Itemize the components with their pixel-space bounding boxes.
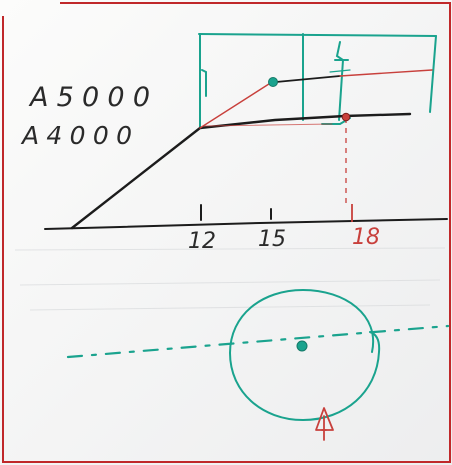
circle-center-point [296,340,308,352]
teal-circle [228,288,381,422]
curve-a5000-extension [199,81,273,129]
tick-label-15: 15 [258,227,286,252]
curve-a5000 [275,75,341,83]
tick-label-18: 18 [352,225,380,250]
dashed-line-teal [66,324,450,359]
point-a4000 [341,112,351,122]
point-a5000 [268,77,278,87]
curve-a4000 [70,112,412,230]
tick-label-12: 12 [188,229,216,254]
x-axis [44,204,448,230]
label-a4000: A4000 [20,121,132,150]
up-arrow-icon [315,407,334,441]
